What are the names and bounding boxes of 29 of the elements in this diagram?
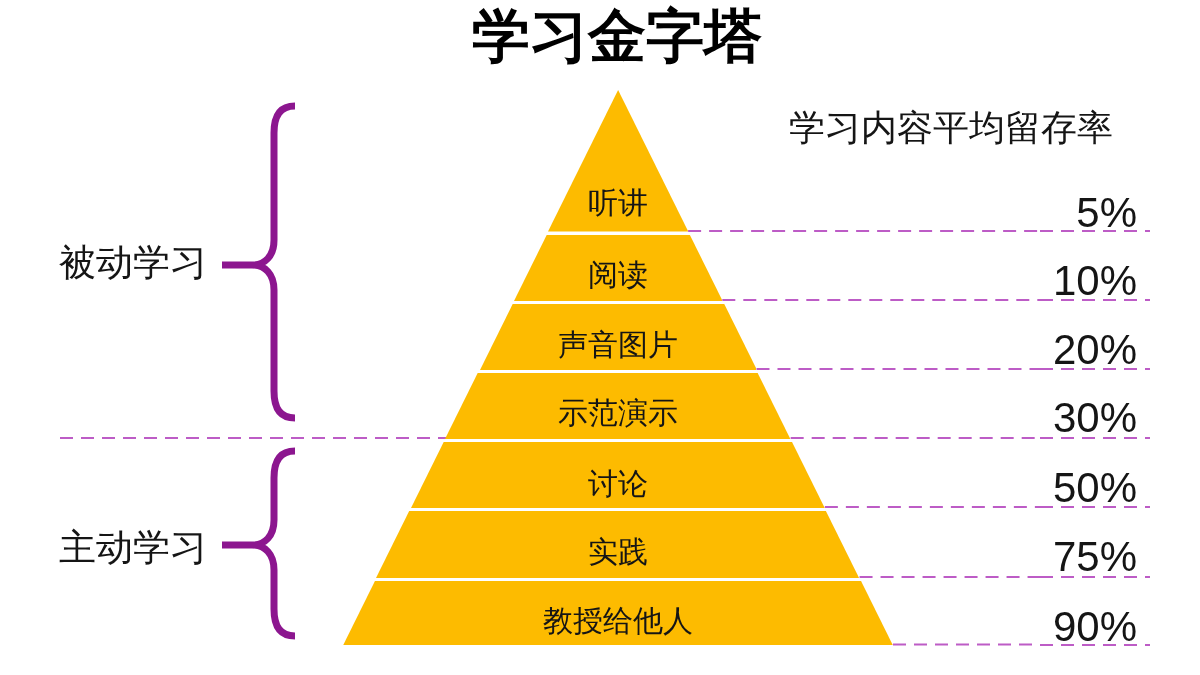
pyramid-base-tier [343, 580, 893, 645]
pyramid-tier [513, 234, 723, 301]
percentage-label: 75% [1040, 536, 1150, 579]
title: 学习金字塔 [472, 7, 762, 65]
percentage-label: 30% [1040, 397, 1150, 440]
dashed-leader-line [721, 299, 1041, 301]
dashed-leader-line [858, 576, 1041, 578]
group-label: 主动学习 [59, 528, 207, 566]
percentage-label: 50% [1040, 467, 1150, 509]
tier-label: 阅读 [588, 260, 648, 290]
percentage-label: 5% [1040, 192, 1150, 233]
percentage-label: 20% [1040, 329, 1150, 371]
pyramid-tier [445, 372, 791, 439]
pyramid-apex-tier [547, 90, 689, 232]
tier-label: 听讲 [588, 188, 648, 218]
tier-label: 讨论 [588, 469, 648, 499]
pyramid-tier [376, 510, 860, 578]
tier-label: 实践 [588, 537, 648, 567]
dashed-leader-line [755, 368, 1041, 370]
tier-label: 声音图片 [558, 330, 678, 360]
group-label: 被动学习 [59, 243, 207, 281]
pyramid-tier [479, 303, 757, 370]
percentage-label: 90% [1040, 606, 1150, 647]
percentage-label: 10% [1040, 260, 1150, 302]
dashed-leader-line [823, 506, 1041, 508]
tier-label: 教授给他人 [543, 606, 693, 636]
column-header: 学习内容平均留存率 [789, 110, 1113, 146]
tier-label: 示范演示 [558, 398, 678, 428]
pyramid-tier [411, 441, 825, 508]
